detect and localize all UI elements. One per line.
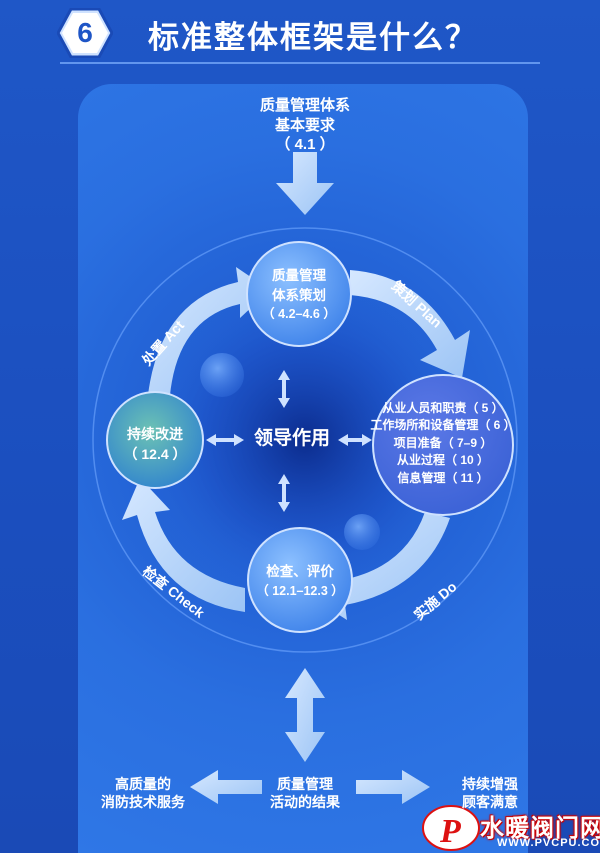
vertical-double-arrow-icon xyxy=(278,370,290,408)
center-arrows xyxy=(206,370,372,512)
outer-ring xyxy=(92,227,518,653)
watermark-text: 水暖阀门网 xyxy=(480,815,600,842)
do-node xyxy=(372,374,514,516)
act-node-label: 持续改进 （ 12.4 ） xyxy=(123,426,187,463)
header: 6 标准整体框架是什么？ xyxy=(0,0,600,80)
horizontal-double-arrow-icon xyxy=(338,434,372,446)
watermark-url: WWW.PVCPU.COM xyxy=(497,837,600,849)
right-outcome-label: 持续增强 顾客满意 xyxy=(462,776,518,811)
section-number: 6 xyxy=(77,17,93,48)
center-leadership-label: 领导作用 xyxy=(253,428,330,449)
right-arrow-icon xyxy=(356,770,430,804)
plan-arrow-icon xyxy=(350,270,470,378)
horizontal-double-arrow-icon xyxy=(206,434,244,446)
top-node-label: 质量管理体系 基本要求 （ 4.1 ） xyxy=(259,97,350,153)
plan-node-label: 质量管理 体系策划 （ 4.2–4.6 ） xyxy=(262,268,336,322)
left-arrow-icon xyxy=(190,770,262,804)
result-double-arrow-icon xyxy=(285,668,325,762)
decor-orb-1 xyxy=(200,353,244,397)
act-arrow-icon xyxy=(148,267,270,395)
result-label: 质量管理 活动的结果 xyxy=(270,776,340,811)
down-arrow-icon xyxy=(276,152,334,215)
check-arrow-icon xyxy=(122,478,245,612)
svg-text:P: P xyxy=(439,813,461,850)
plan-node xyxy=(246,241,352,347)
hexagon-badge-icon xyxy=(57,8,113,58)
check-node xyxy=(247,527,353,633)
title-divider xyxy=(60,62,540,64)
check-node-label: 检查、评价 （ 12.1–12.3 ） xyxy=(256,564,344,598)
act-node xyxy=(106,391,204,489)
watermark-logo-icon: P xyxy=(422,805,480,851)
vertical-double-arrow-icon xyxy=(278,474,290,512)
do-node-label: 从业人员和职责（ 5 ） 工作场所和设备管理（ 6 ） 项目准备（ 7–9 ） … xyxy=(370,401,516,485)
page-title: 标准整体框架是什么？ xyxy=(148,20,478,55)
left-outcome-label: 高质量的 消防技术服务 xyxy=(101,776,185,811)
decor-orb-2 xyxy=(344,514,380,550)
